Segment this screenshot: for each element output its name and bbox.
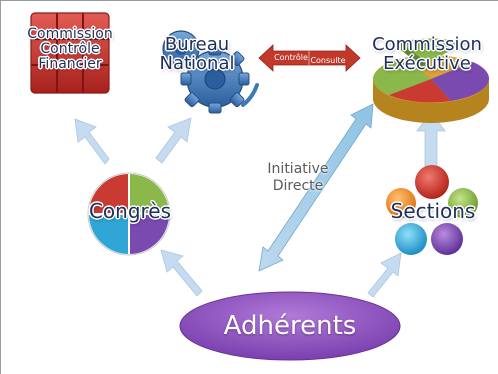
commission-executive-line2: Exécutive <box>383 53 471 75</box>
initiative-line1: Initiative <box>267 161 329 177</box>
initiative-directe-label: Initiative Directe <box>253 161 343 195</box>
consulte-tag: Consulte <box>310 56 346 65</box>
connector-arrows <box>74 111 446 298</box>
arrow-adherents-to-congres <box>160 249 203 297</box>
controle-tag: Contrôle <box>274 53 308 62</box>
bureau-national-line2: National <box>159 53 235 75</box>
arrow-adherents-to-sections <box>367 252 402 298</box>
bureau-national-label: Bureau National <box>141 35 253 74</box>
commission-executive-label: Commission Exécutive <box>357 35 497 74</box>
bureau-national-line1: Bureau <box>164 34 230 55</box>
pie-chart-3d-icon <box>373 38 490 123</box>
congres-label: Congrès <box>88 199 172 223</box>
red-block-grid-icon <box>30 12 110 94</box>
controle-financier-line3: Financier <box>38 56 102 73</box>
arrow-congres-to-controle <box>74 118 110 165</box>
colored-balls-icon <box>386 165 478 255</box>
initiative-line2: Directe <box>272 177 324 194</box>
arrow-congres-to-bureau <box>155 117 192 164</box>
adherents-label: Adhérents <box>223 311 357 341</box>
sections-label: Sections <box>390 199 476 223</box>
controle-financier-line2: Contrôle <box>40 41 100 58</box>
adherents-ellipse <box>179 291 401 361</box>
quadrant-circle-icon <box>86 171 172 257</box>
initiative-double-arrow <box>258 103 374 272</box>
controle-financier-label: Commission Contrôle Financier <box>6 26 134 73</box>
blue-gears-icon <box>162 30 259 114</box>
commission-executive-line1: Commission <box>372 34 482 55</box>
controle-financier-line1: Commission <box>27 26 113 42</box>
